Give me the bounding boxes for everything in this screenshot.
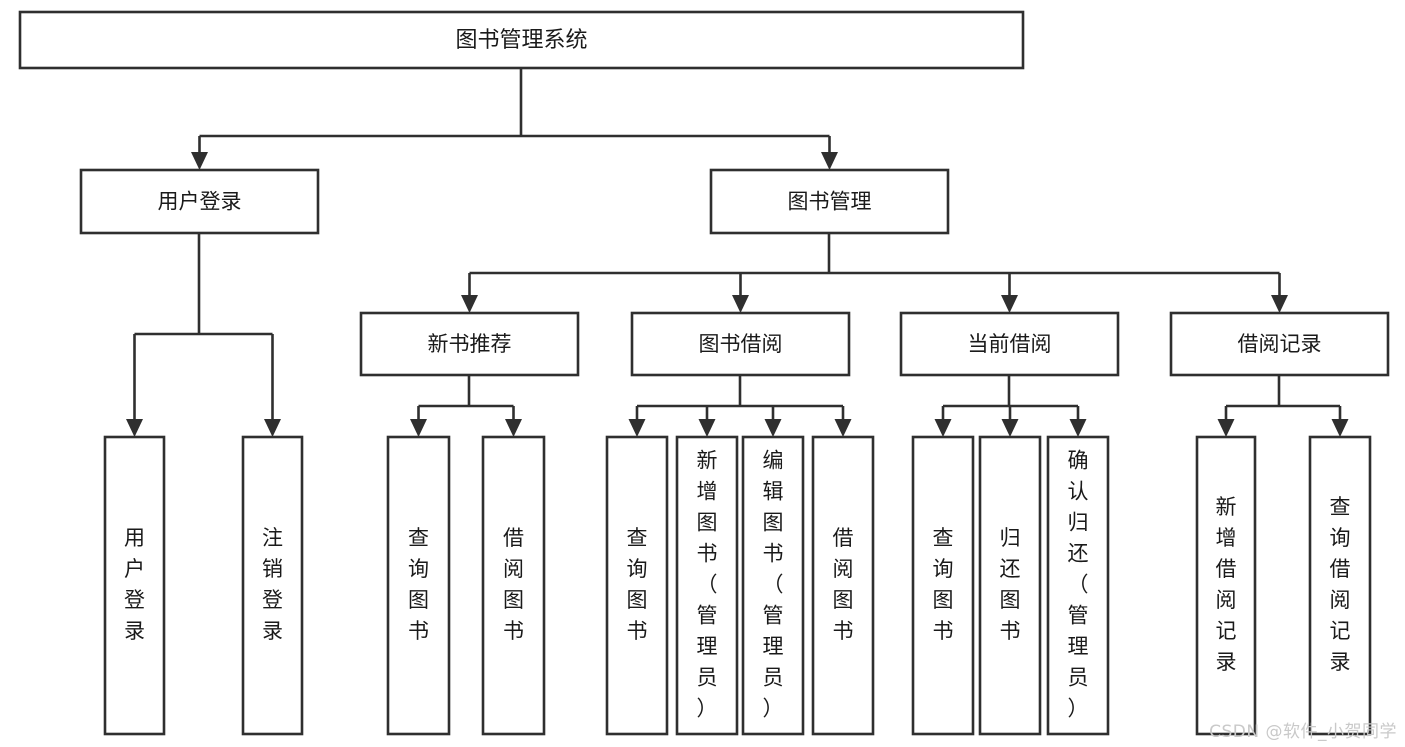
node-new-book-recommend[interactable]: 新书推荐 — [359, 311, 580, 377]
node-leaf-query-book-3[interactable]: 查询图书 — [911, 435, 975, 736]
connector-book-manage-to-level3 — [461, 233, 1288, 313]
node-label-leaf-query-book-2: 查询图书 — [627, 526, 648, 643]
connector-book-borrow-to-leaves — [628, 375, 852, 437]
node-label-leaf-return-book: 归还图书 — [1000, 526, 1021, 643]
node-current-borrow[interactable]: 当前借阅 — [899, 311, 1120, 377]
arrow-head-icon — [1069, 419, 1087, 437]
node-leaf-user-logout[interactable]: 注销登录 — [241, 435, 304, 736]
node-book-manage[interactable]: 图书管理 — [709, 168, 950, 235]
node-box-leaf-add-record — [1195, 435, 1257, 736]
node-leaf-add-record[interactable]: 新增借阅记录 — [1195, 435, 1257, 736]
node-leaf-query-record[interactable]: 查询借阅记录 — [1308, 435, 1372, 736]
arrow-head-icon — [126, 419, 143, 437]
connector-new-book-to-leaves — [410, 375, 522, 437]
node-label-book-borrow: 图书借阅 — [699, 332, 783, 356]
node-borrow-record[interactable]: 借阅记录 — [1169, 311, 1390, 377]
arrow-head-icon — [410, 419, 427, 437]
node-box-leaf-user-logout — [241, 435, 304, 736]
node-leaf-edit-book[interactable]: 编辑图书（管理员） — [741, 435, 805, 736]
node-label-leaf-query-book-3: 查询图书 — [933, 526, 954, 643]
node-label-book-manage: 图书管理 — [788, 190, 872, 214]
node-leaf-return-book[interactable]: 归还图书 — [978, 435, 1042, 736]
arrow-head-icon — [732, 295, 749, 313]
node-label-borrow-record: 借阅记录 — [1238, 332, 1322, 356]
node-label-leaf-add-record: 新增借阅记录 — [1216, 495, 1237, 674]
node-box-leaf-query-book-1 — [386, 435, 451, 736]
node-layer: 图书管理系统用户登录图书管理新书推荐图书借阅当前借阅借阅记录用户登录注销登录查询… — [18, 10, 1390, 736]
node-box-leaf-return-book — [978, 435, 1042, 736]
arrow-head-icon — [461, 295, 478, 313]
node-leaf-borrow-book-2[interactable]: 借阅图书 — [811, 435, 875, 736]
node-box-leaf-borrow-book-2 — [811, 435, 875, 736]
node-box-borrow-record — [1169, 311, 1390, 377]
node-book-borrow[interactable]: 图书借阅 — [630, 311, 851, 377]
node-box-leaf-query-book-2 — [605, 435, 669, 736]
arrow-head-icon — [1001, 295, 1018, 313]
arrow-head-icon — [1271, 295, 1288, 313]
node-label-leaf-borrow-book-2: 借阅图书 — [833, 526, 854, 643]
node-label-leaf-query-book-1: 查询图书 — [408, 526, 429, 643]
node-label-leaf-add-book: 新增图书（管理员） — [697, 449, 718, 721]
arrow-head-icon — [764, 419, 782, 437]
arrow-head-icon — [1217, 419, 1235, 437]
node-label-root: 图书管理系统 — [455, 28, 587, 53]
arrow-head-icon — [821, 152, 838, 170]
node-box-leaf-query-record — [1308, 435, 1372, 736]
node-label-leaf-query-record: 查询借阅记录 — [1330, 495, 1351, 674]
node-box-leaf-confirm-return — [1046, 435, 1110, 736]
connector-root-to-level2 — [191, 68, 838, 170]
node-leaf-user-login[interactable]: 用户登录 — [103, 435, 166, 736]
connector-borrow-record-to-leaves — [1217, 375, 1349, 437]
node-box-root — [18, 10, 1025, 70]
node-root[interactable]: 图书管理系统 — [18, 10, 1025, 70]
arrow-head-icon — [628, 419, 646, 437]
node-leaf-query-book-1[interactable]: 查询图书 — [386, 435, 451, 736]
arrow-head-icon — [1001, 419, 1019, 437]
connector-layer — [126, 68, 1349, 437]
arrow-head-icon — [191, 152, 208, 170]
node-label-leaf-borrow-book-1: 借阅图书 — [503, 526, 524, 643]
node-label-leaf-confirm-return: 确认归还（管理员） — [1068, 449, 1089, 721]
watermark-label: CSDN @软件_小贺同学 — [1209, 722, 1397, 742]
arrow-head-icon — [934, 419, 952, 437]
node-box-user-login — [79, 168, 320, 235]
arrow-head-icon — [698, 419, 716, 437]
node-box-new-book-recommend — [359, 311, 580, 377]
node-label-leaf-edit-book: 编辑图书（管理员） — [763, 449, 784, 721]
node-user-login[interactable]: 用户登录 — [79, 168, 320, 235]
node-label-current-borrow: 当前借阅 — [968, 332, 1052, 356]
node-box-leaf-edit-book — [741, 435, 805, 736]
node-box-book-borrow — [630, 311, 851, 377]
node-box-leaf-borrow-book-1 — [481, 435, 546, 736]
node-label-leaf-user-logout: 注销登录 — [262, 526, 283, 643]
node-label-leaf-user-login: 用户登录 — [124, 526, 145, 643]
node-leaf-confirm-return[interactable]: 确认归还（管理员） — [1046, 435, 1110, 736]
arrow-head-icon — [505, 419, 522, 437]
node-box-leaf-user-login — [103, 435, 166, 736]
arrow-head-icon — [834, 419, 852, 437]
node-leaf-add-book[interactable]: 新增图书（管理员） — [675, 435, 739, 736]
node-leaf-borrow-book-1[interactable]: 借阅图书 — [481, 435, 546, 736]
arrow-head-icon — [264, 419, 281, 437]
node-label-user-login: 用户登录 — [158, 190, 242, 214]
node-label-new-book-recommend: 新书推荐 — [428, 332, 512, 356]
connector-current-borrow-to-leaves — [934, 375, 1087, 437]
node-box-leaf-add-book — [675, 435, 739, 736]
node-box-book-manage — [709, 168, 950, 235]
node-box-current-borrow — [899, 311, 1120, 377]
connector-user-login-to-leaves — [126, 233, 281, 437]
node-leaf-query-book-2[interactable]: 查询图书 — [605, 435, 669, 736]
node-box-leaf-query-book-3 — [911, 435, 975, 736]
arrow-head-icon — [1331, 419, 1349, 437]
